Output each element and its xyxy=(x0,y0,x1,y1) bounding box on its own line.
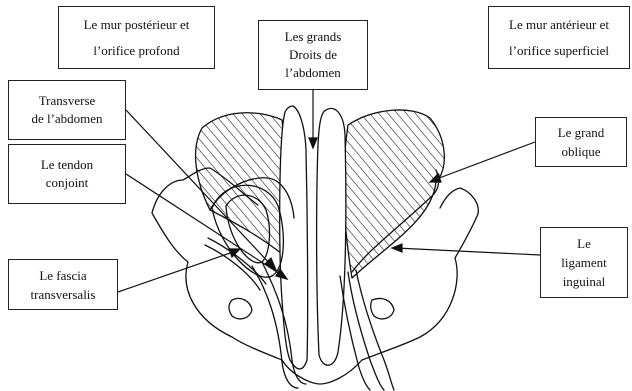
label-fascia-line-1: Le fascia xyxy=(31,266,96,285)
arrowhead-ligament xyxy=(392,244,402,252)
label-tendon-line-2: conjoint xyxy=(41,174,93,192)
label-tendon-line-1: Le tendon xyxy=(41,156,93,174)
label-posterior-wall-line-2: l’orifice profond xyxy=(84,38,190,64)
label-anterior-wall: Le mur antérieur et l’orifice superficie… xyxy=(488,6,630,69)
label-posterior-wall-line-1: Le mur postérieur et xyxy=(84,12,190,38)
arrowhead-droits xyxy=(309,138,317,148)
label-transverse: Transverse de l’abdomen xyxy=(8,80,126,140)
label-ligament-line-3: inguinal xyxy=(561,272,607,291)
label-grands-droits-line-2: Droits de xyxy=(285,46,342,64)
rectus-right-column xyxy=(317,108,346,365)
leader-oblique xyxy=(434,142,535,180)
label-anterior-wall-line-1: Le mur antérieur et xyxy=(509,12,609,38)
label-ligament-line-1: Le xyxy=(561,234,607,253)
label-transverse-line-2: de l’abdomen xyxy=(31,110,102,128)
label-grand-oblique-line-2: oblique xyxy=(558,142,605,161)
label-fascia: Le fascia transversalis xyxy=(8,259,118,310)
label-ligament-line-2: ligament xyxy=(561,253,607,272)
label-fascia-line-2: transversalis xyxy=(31,285,96,304)
leader-fascia xyxy=(118,251,236,292)
label-grands-droits-line-3: l’abdomen xyxy=(285,64,342,82)
obturator-left xyxy=(229,298,252,318)
obturator-right xyxy=(371,298,394,318)
label-tendon: Le tendon conjoint xyxy=(8,144,126,204)
label-grand-oblique: Le grand oblique xyxy=(535,117,627,167)
label-grands-droits: Les grands Droits de l’abdomen xyxy=(258,20,368,90)
label-grands-droits-line-1: Les grands xyxy=(285,28,342,46)
drawing xyxy=(152,106,478,390)
label-transverse-line-1: Transverse xyxy=(31,92,102,110)
label-posterior-wall: Le mur postérieur et l’orifice profond xyxy=(58,6,215,69)
label-ligament: Le ligament inguinal xyxy=(540,227,628,298)
label-grand-oblique-line-1: Le grand xyxy=(558,123,605,142)
label-anterior-wall-line-2: l’orifice superficiel xyxy=(509,38,609,64)
